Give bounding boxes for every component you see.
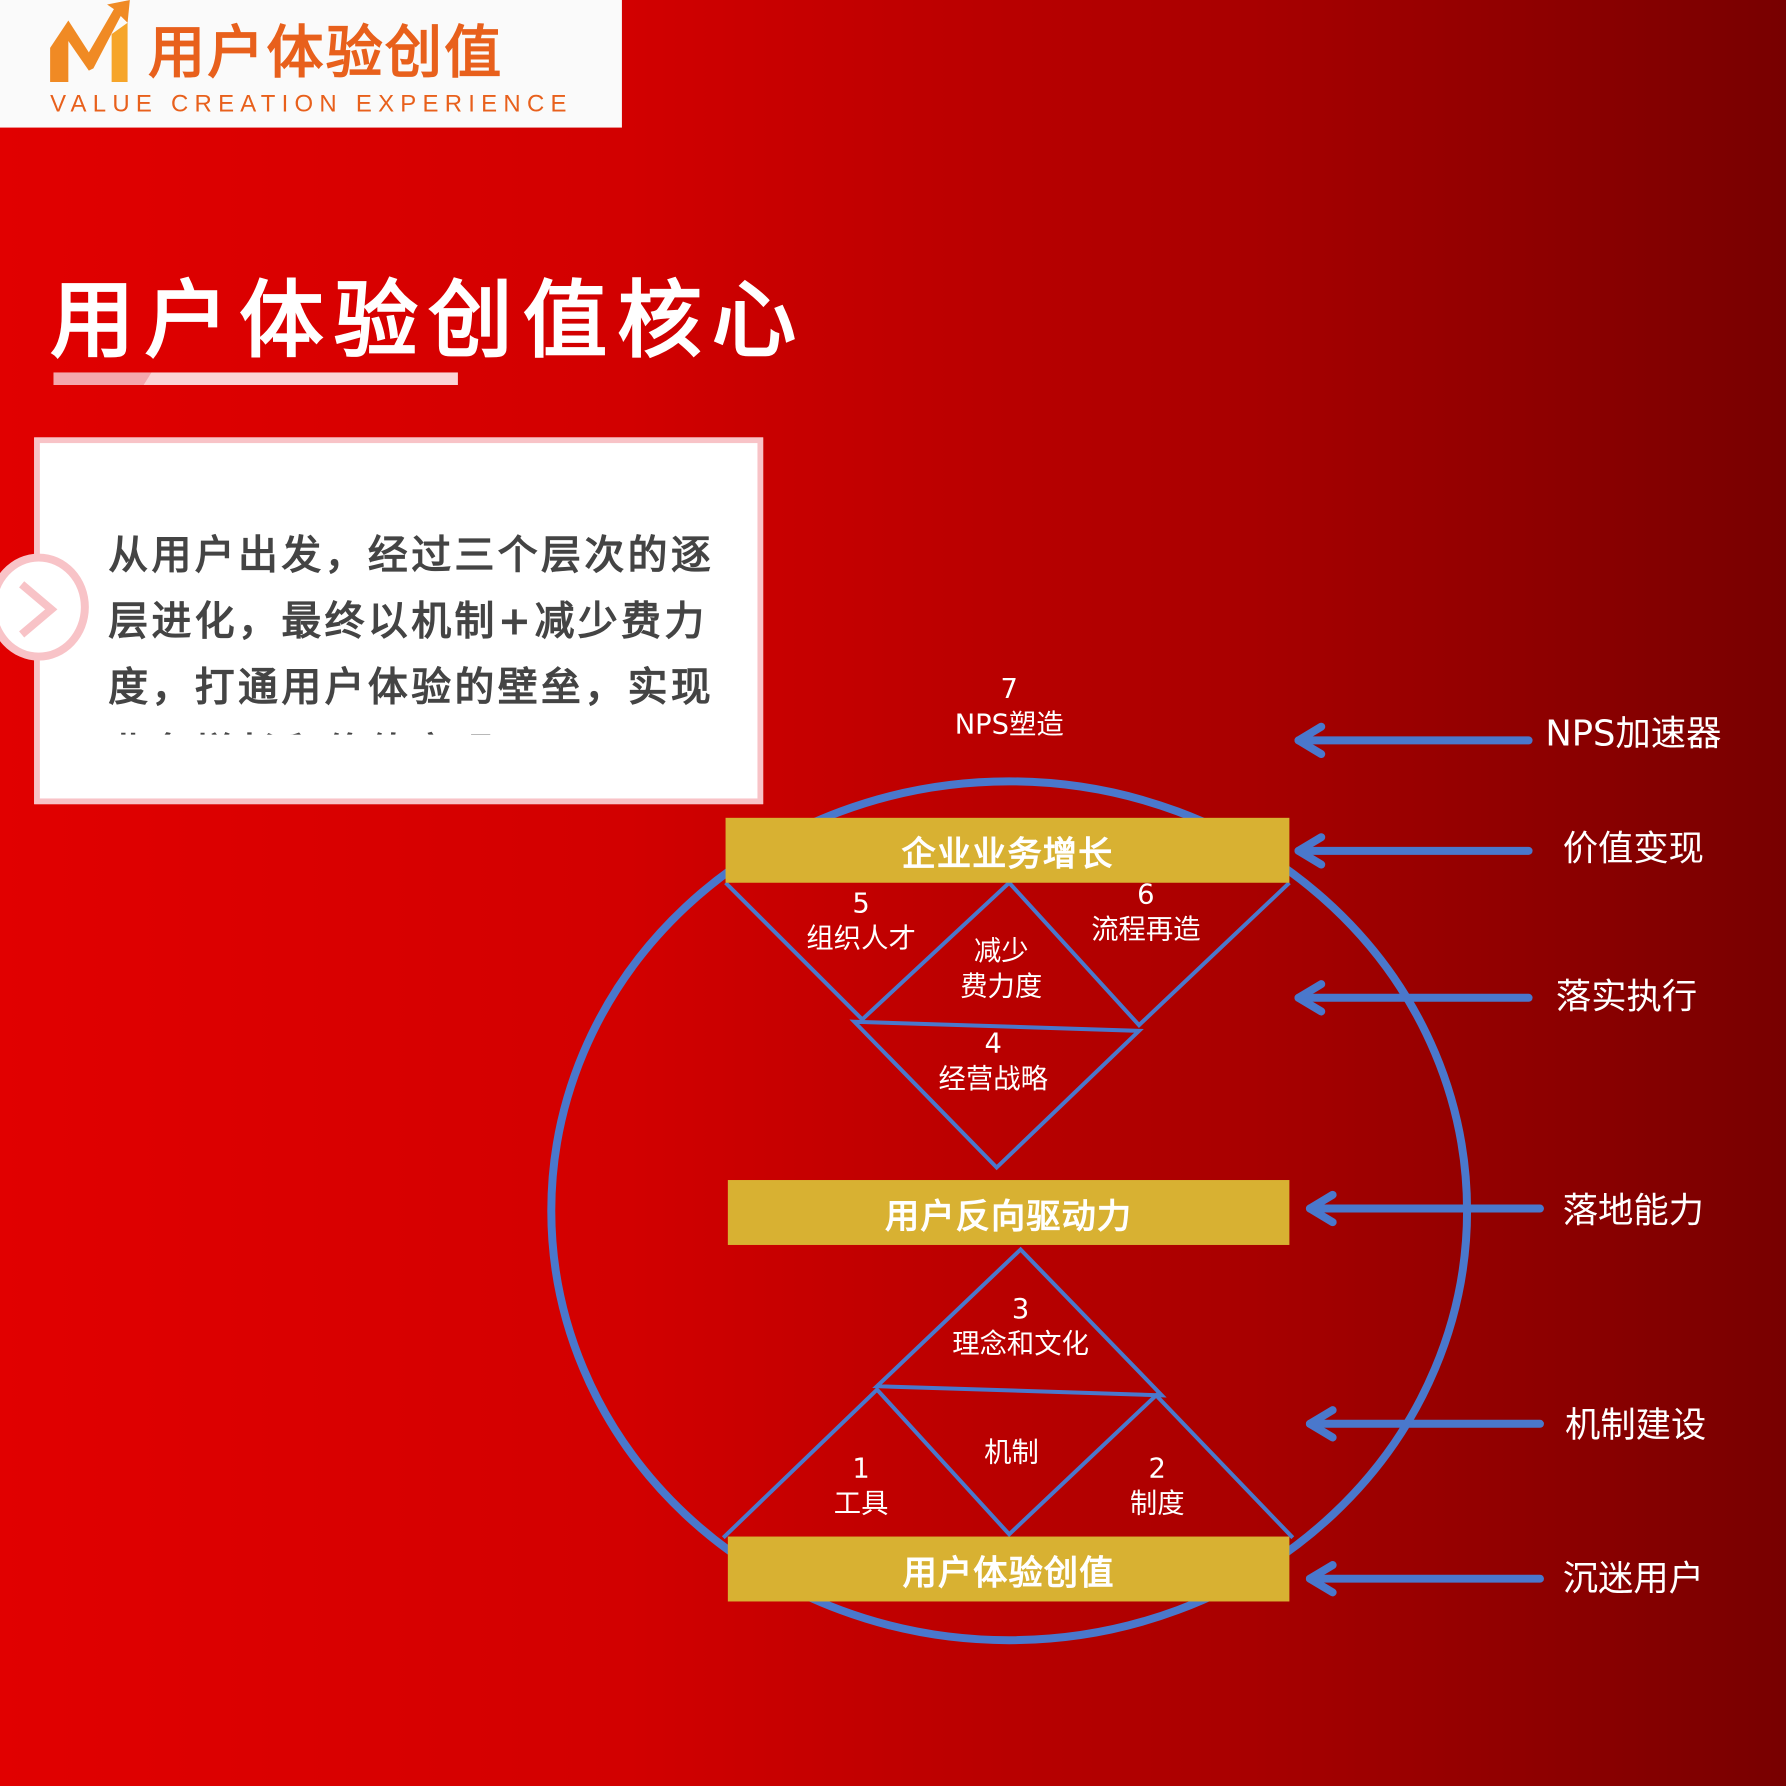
- label-num: 6: [1137, 878, 1155, 911]
- right-label-value-realization: 价值变现: [1562, 828, 1704, 870]
- arrow-3: [1294, 980, 1533, 1016]
- label-num: 7: [1000, 673, 1018, 706]
- description-text: 从用户出发，经过三个层次的逐层进化，最终以机制+减少费力度，打通用户体验的壁垒，…: [108, 533, 715, 735]
- bar-user-experience-value: 用户体验创值: [727, 1536, 1290, 1602]
- label-text: 理念和文化: [952, 1328, 1089, 1361]
- logo-title: 用户体验创值: [148, 19, 504, 86]
- logo-mark-icon: [50, 0, 130, 83]
- right-label-capability: 落地能力: [1562, 1190, 1704, 1232]
- right-label-nps-accelerator: NPS加速器: [1545, 713, 1722, 755]
- label-text: 组织人才: [806, 922, 916, 955]
- label-num: 5: [852, 887, 870, 920]
- label-reduce-effort: 减少 费力度: [960, 935, 1043, 1003]
- label-num: 3: [1011, 1292, 1030, 1325]
- label-text: 工具: [833, 1487, 889, 1520]
- lower-zigzag: [721, 1386, 1295, 1540]
- title-underline: [53, 372, 458, 385]
- upper-zigzag: [724, 879, 1291, 1028]
- label-num: 4: [984, 1027, 1002, 1060]
- page-title: 用户体验创值核心: [50, 272, 807, 371]
- right-label-execution: 落实执行: [1555, 976, 1698, 1018]
- label-num: 2: [1148, 1452, 1166, 1485]
- bar-user-driving-force: 用户反向驱动力: [727, 1180, 1290, 1245]
- arrow-5: [1305, 1406, 1544, 1442]
- arrow-4: [1305, 1190, 1544, 1227]
- description-card: 从用户出发，经过三个层次的逐层进化，最终以机制+减少费力度，打通用户体验的壁垒，…: [34, 437, 764, 805]
- logo: 用户体验创值 VALUE CREATION EXPERIENCE: [0, 0, 622, 128]
- label-text: NPS塑造: [954, 708, 1064, 741]
- bar-business-growth: 企业业务增长: [725, 817, 1290, 883]
- chevron-right-icon: [0, 553, 89, 661]
- label-text: 经营战略: [938, 1062, 1048, 1095]
- label-text: 流程再造: [1091, 913, 1201, 946]
- arrow-6: [1305, 1561, 1544, 1597]
- label-text: 制度: [1129, 1487, 1185, 1520]
- right-label-engaged-users: 沉迷用户: [1562, 1558, 1704, 1600]
- label-num: 1: [852, 1452, 870, 1485]
- title-underline-accent: [53, 372, 152, 385]
- arrow-1: [1294, 722, 1533, 759]
- upper-diamond: [849, 1019, 1144, 1171]
- logo-subtitle: VALUE CREATION EXPERIENCE: [50, 91, 573, 118]
- arrow-2: [1294, 833, 1533, 869]
- label-mechanism: 机制: [984, 1436, 1039, 1469]
- lower-triangle: [872, 1246, 1167, 1398]
- right-label-mechanism-building: 机制建设: [1565, 1404, 1707, 1446]
